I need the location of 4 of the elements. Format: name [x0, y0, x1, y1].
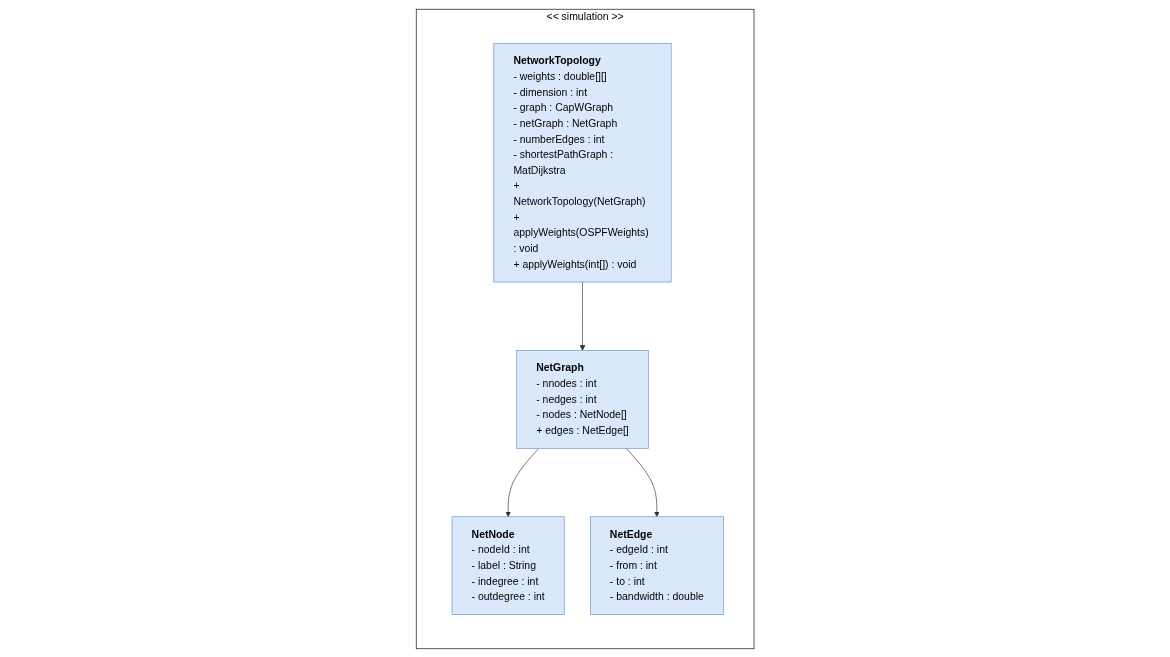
node-box: NetworkTopology - weights : double[][] - dimension : int - graph : CapWGraph - netGraph : NetGraph - numberEdges : int - shortestPathGraph : MatDijkstra + NetworkTopology(NetGraph) + applyWeights(OSPFWeights) : void + applyWeights(int[]) : void: [493, 42, 672, 282]
node-box: NetNode - nodeId : int - label : String - indegree : int - outdegree : int: [451, 515, 565, 615]
node-box: NetGraph - nnodes : int - nedges : int - nodes : NetNode[] + edges : NetEdge[]: [516, 349, 649, 449]
node-box: NetEdge - edgeId : int - from : int - to : int - bandwidth : double: [589, 515, 724, 615]
